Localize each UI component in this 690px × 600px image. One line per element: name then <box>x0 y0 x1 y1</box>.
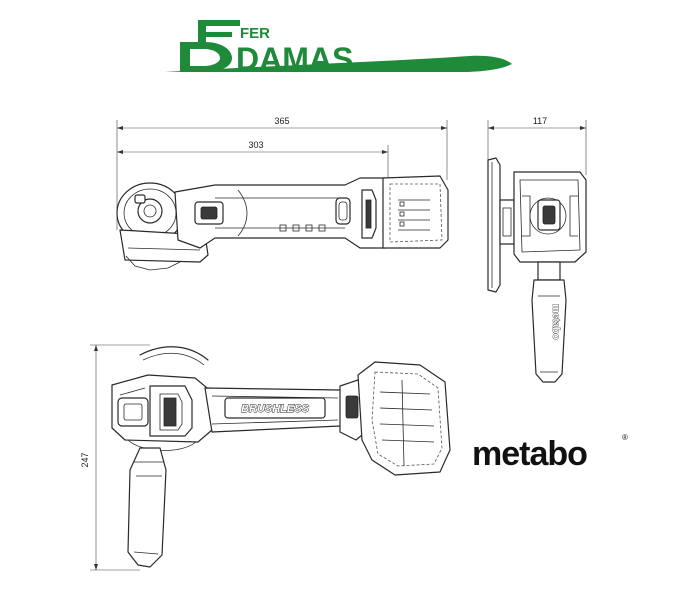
dimension-width: 117 <box>487 116 587 175</box>
dimension-length-body: 303 <box>117 140 389 180</box>
logo-brand-main: DAMAS <box>236 41 353 77</box>
front-view-grinder: metabo <box>487 157 587 383</box>
ferdamas-logo: FER DAMAS <box>165 20 512 77</box>
registered-mark: ® <box>622 433 628 442</box>
dimension-label-117: 117 <box>533 116 547 126</box>
dimension-label-365: 365 <box>274 116 289 126</box>
logo-letter-d <box>180 42 232 72</box>
logo-letter-f <box>198 20 240 42</box>
top-view-grinder <box>116 175 449 271</box>
dimension-label-247: 247 <box>80 452 90 467</box>
front-handle-text: metabo <box>550 304 561 340</box>
metabo-brand: metabo ® <box>472 433 628 473</box>
brushless-badge: BRUSHLESS <box>241 403 310 415</box>
logo-brand-top: FER <box>240 25 270 42</box>
dimension-height: 247 <box>80 344 150 571</box>
metabo-wordmark: metabo <box>472 435 587 473</box>
logo-swoosh <box>165 55 512 72</box>
side-view-grinder: BRUSHLESS <box>111 346 451 568</box>
dimension-label-303: 303 <box>248 140 263 150</box>
